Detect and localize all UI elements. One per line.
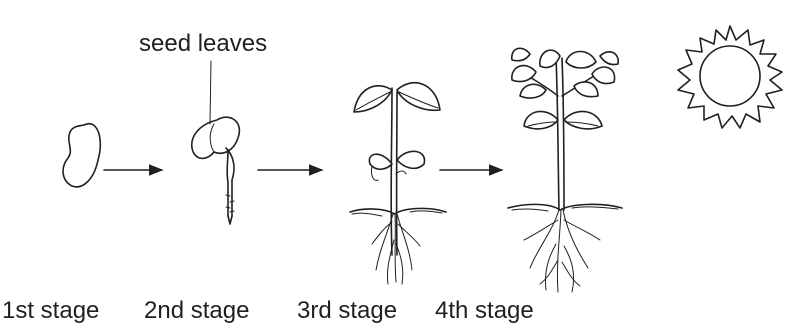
stage-1-label: 1st stage bbox=[2, 297, 99, 325]
stage-4-label: 4th stage bbox=[435, 297, 534, 325]
stage-2-label: 2nd stage bbox=[144, 297, 249, 325]
germinating-seed-icon bbox=[192, 117, 240, 224]
stage-3-label: 3rd stage bbox=[297, 297, 397, 325]
seedling-icon bbox=[350, 83, 446, 284]
seed-icon bbox=[63, 124, 100, 187]
callout-leader-line bbox=[210, 61, 211, 124]
sun-icon bbox=[678, 26, 782, 128]
young-plant-icon bbox=[508, 48, 622, 292]
seed-leaves-label: seed leaves bbox=[139, 30, 267, 58]
